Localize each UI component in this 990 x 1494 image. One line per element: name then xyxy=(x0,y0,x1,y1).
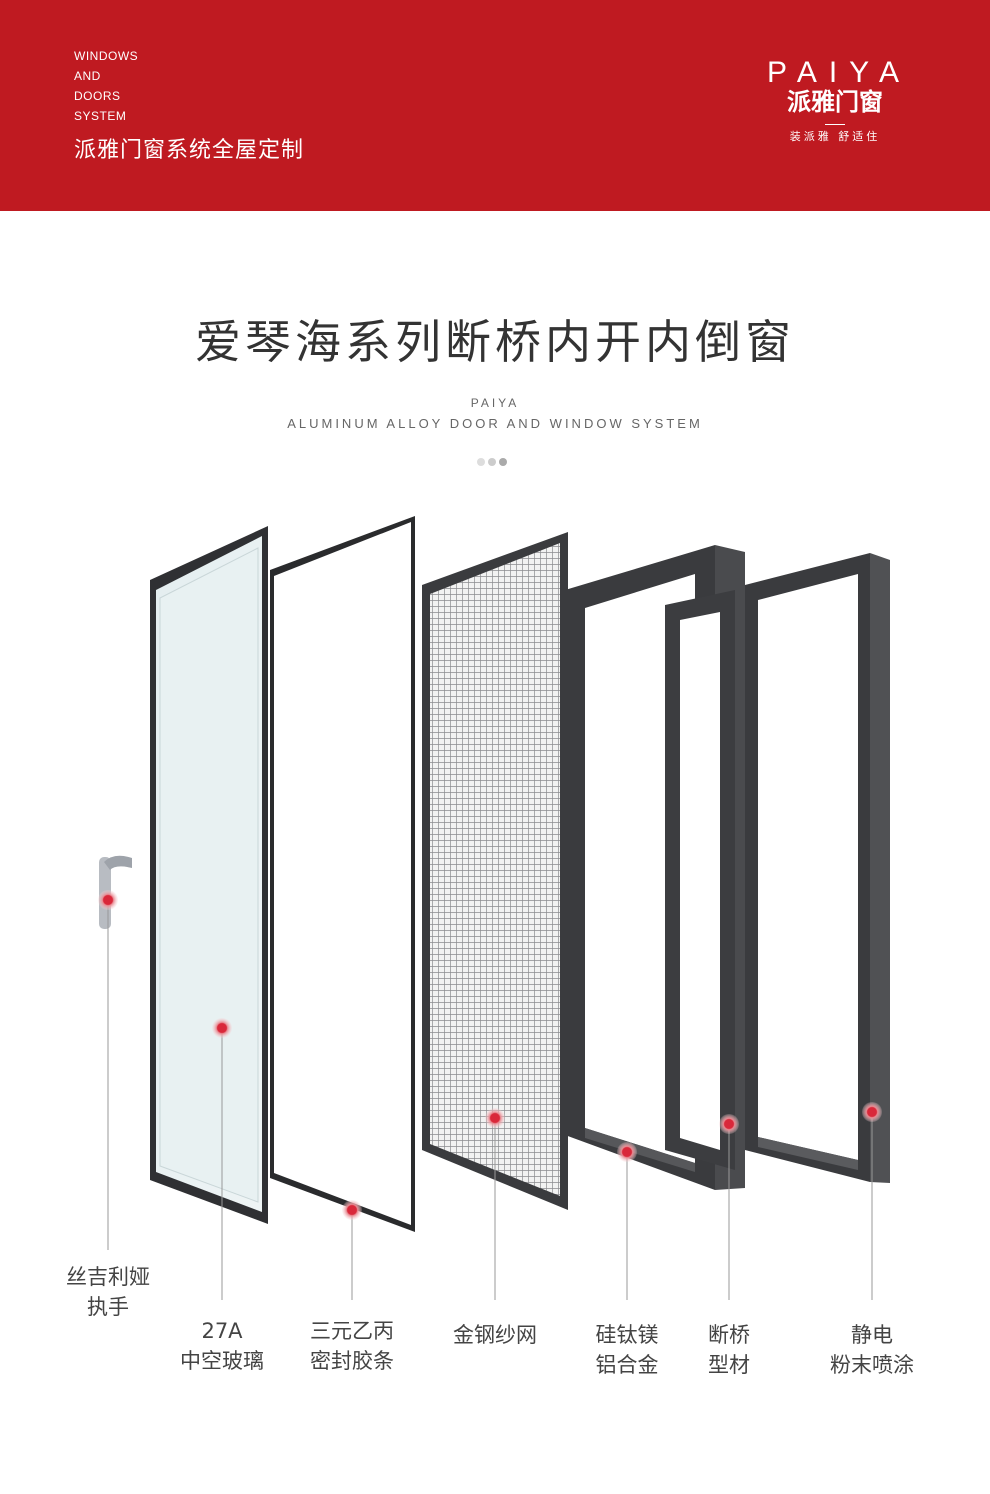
label-line2: 密封胶条 xyxy=(310,1349,394,1373)
logo-latin: PAIYA xyxy=(767,56,911,89)
label-line2: 执手 xyxy=(87,1295,129,1319)
hotspot-handle[interactable] xyxy=(98,890,118,910)
glass-sash xyxy=(150,526,268,1224)
hotspot-profile[interactable] xyxy=(719,1114,739,1134)
pagination-dots xyxy=(477,451,510,470)
dot xyxy=(499,458,507,466)
label-line1: 断桥 xyxy=(708,1323,750,1347)
label-line1: 27A xyxy=(201,1319,243,1343)
label-line2: 中空玻璃 xyxy=(180,1349,264,1373)
label-line2: 粉末喷涂 xyxy=(830,1353,914,1377)
hotspot-markers xyxy=(98,890,882,1220)
header-tagline: 派雅门窗系统全屋定制 xyxy=(74,138,305,163)
hotspot-alloy[interactable] xyxy=(617,1142,637,1162)
outer-frame xyxy=(665,553,890,1183)
label-line2: 型材 xyxy=(708,1353,750,1377)
logo-divider xyxy=(825,124,845,125)
seal-gasket-panel xyxy=(270,516,415,1232)
component-label-glass: 27A 中空玻璃 xyxy=(162,1316,282,1376)
en-line: SYSTEM xyxy=(74,109,127,123)
label-line1: 三元乙丙 xyxy=(310,1319,394,1343)
hotspot-gasket[interactable] xyxy=(342,1200,362,1220)
label-line1: 金钢纱网 xyxy=(453,1323,537,1347)
component-label-screen: 金钢纱网 xyxy=(435,1320,555,1350)
en-line: AND xyxy=(74,69,101,83)
component-label-profile: 断桥 型材 xyxy=(669,1320,789,1380)
component-label-handle: 丝吉利娅 执手 xyxy=(48,1262,168,1322)
hotspot-coating[interactable] xyxy=(862,1102,882,1122)
subtitle-system: ALUMINUM ALLOY DOOR AND WINDOW SYSTEM xyxy=(287,416,703,431)
hotspot-screen[interactable] xyxy=(485,1108,505,1128)
logo-slogan: 装派雅 舒适住 xyxy=(789,130,881,143)
dot xyxy=(477,458,485,466)
component-label-alloy: 硅钛镁 铝合金 xyxy=(567,1320,687,1380)
screen-mesh-panel xyxy=(422,532,568,1210)
brand-logo[interactable]: PAIYA 派雅门窗 装派雅 舒适住 xyxy=(740,58,930,145)
logo-chinese: 派雅门窗 xyxy=(787,88,883,116)
label-line1: 静电 xyxy=(851,1323,893,1347)
component-label-gasket: 三元乙丙 密封胶条 xyxy=(292,1316,412,1376)
window-exploded-illustration xyxy=(98,516,890,1300)
header-english-text: WINDOWS AND DOORS SYSTEM xyxy=(74,46,138,126)
component-label-coating: 静电 粉末喷涂 xyxy=(812,1320,932,1380)
hotspot-glass[interactable] xyxy=(212,1018,232,1038)
header-banner: WINDOWS AND DOORS SYSTEM 派雅门窗系统全屋定制 PAIY… xyxy=(0,0,990,211)
subtitle-brand: PAIYA xyxy=(470,396,520,410)
label-line1: 硅钛镁 xyxy=(595,1323,659,1347)
dot xyxy=(488,458,496,466)
en-line: DOORS xyxy=(74,89,121,103)
en-line: WINDOWS xyxy=(74,49,139,63)
page-title: 爱琴海系列断桥内开内倒窗 xyxy=(195,315,795,369)
label-line1: 丝吉利娅 xyxy=(66,1265,150,1289)
label-line2: 铝合金 xyxy=(595,1353,659,1377)
leader-lines xyxy=(107,900,873,1300)
